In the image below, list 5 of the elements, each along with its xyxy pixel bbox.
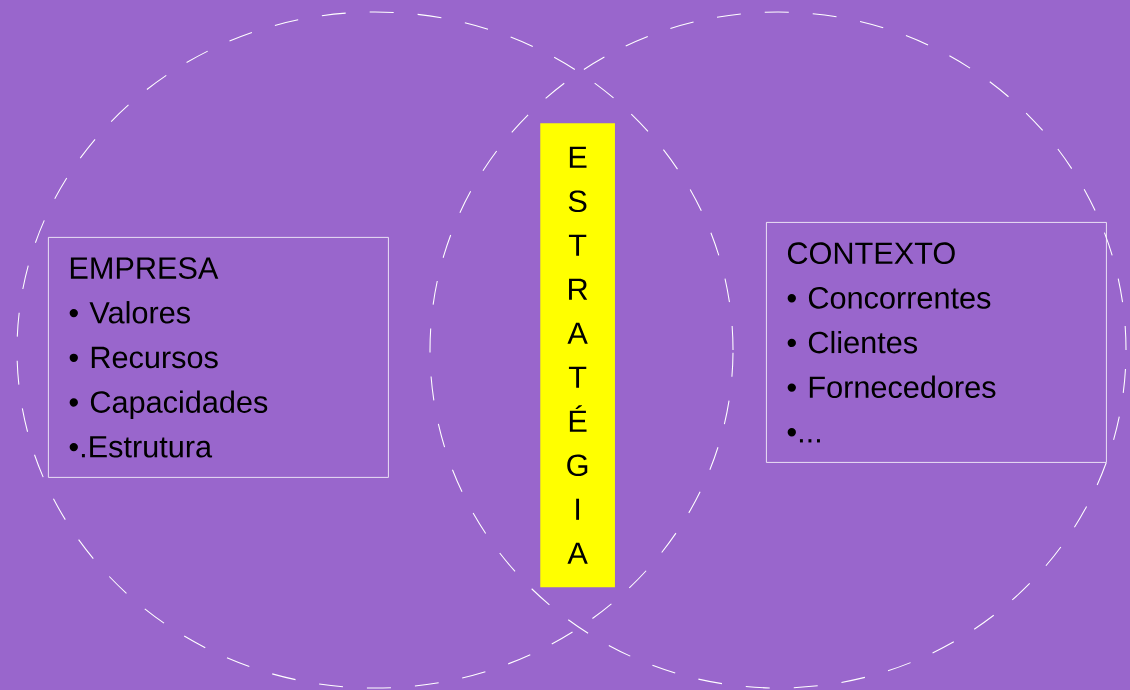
- dashed-ellipse: [429, 11, 1127, 689]
- text-box: EMPRESA • Valores • Recursos • Capacidades •.Estrutura: [48, 237, 389, 478]
- vertical-label: ESTRATÉGIA: [540, 123, 615, 588]
- text-box: CONTEXTO • Concorrentes • Clientes • Fornecedores •...: [766, 222, 1107, 463]
- dashed-ellipse: [16, 11, 734, 689]
